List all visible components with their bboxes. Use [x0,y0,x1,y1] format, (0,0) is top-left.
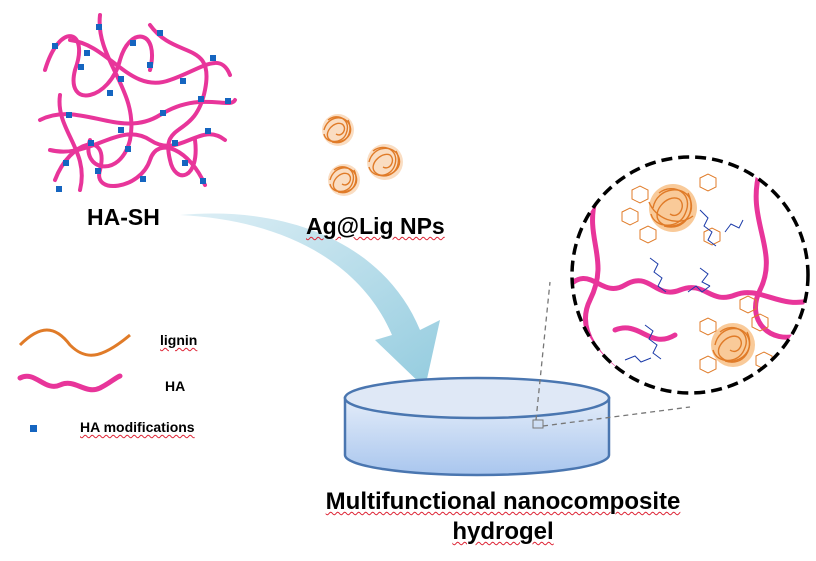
lignin-legend-icon [18,328,131,357]
zoom-circle-icon [570,155,810,395]
legend-ha-label: HA [165,378,186,394]
ag-lig-nps-label: Ag@Lig NPs [306,213,445,239]
curved-arrow-icon [180,213,440,388]
lignin-phenol-rings [621,173,773,374]
nanoparticle-cluster [322,114,403,196]
modification-legend-icon [30,425,37,432]
legend-lignin-label: lignin [160,332,198,348]
ha-sh-network [38,13,237,192]
ha-sh-label: HA-SH [87,204,160,230]
product-title: Multifunctional nanocomposite hydrogel [288,487,718,547]
ha-modification-markers [52,24,231,192]
zoom-guide-lines [535,281,691,427]
product-title-line1: Multifunctional nanocomposite [325,488,681,515]
petri-dish-icon [343,376,611,477]
legend-modifications-label: HA modifications [80,419,195,435]
product-title-line2: hydrogel [452,518,554,545]
ha-legend-icon [17,373,123,393]
ha-sh-molecule-fragments [624,209,744,363]
